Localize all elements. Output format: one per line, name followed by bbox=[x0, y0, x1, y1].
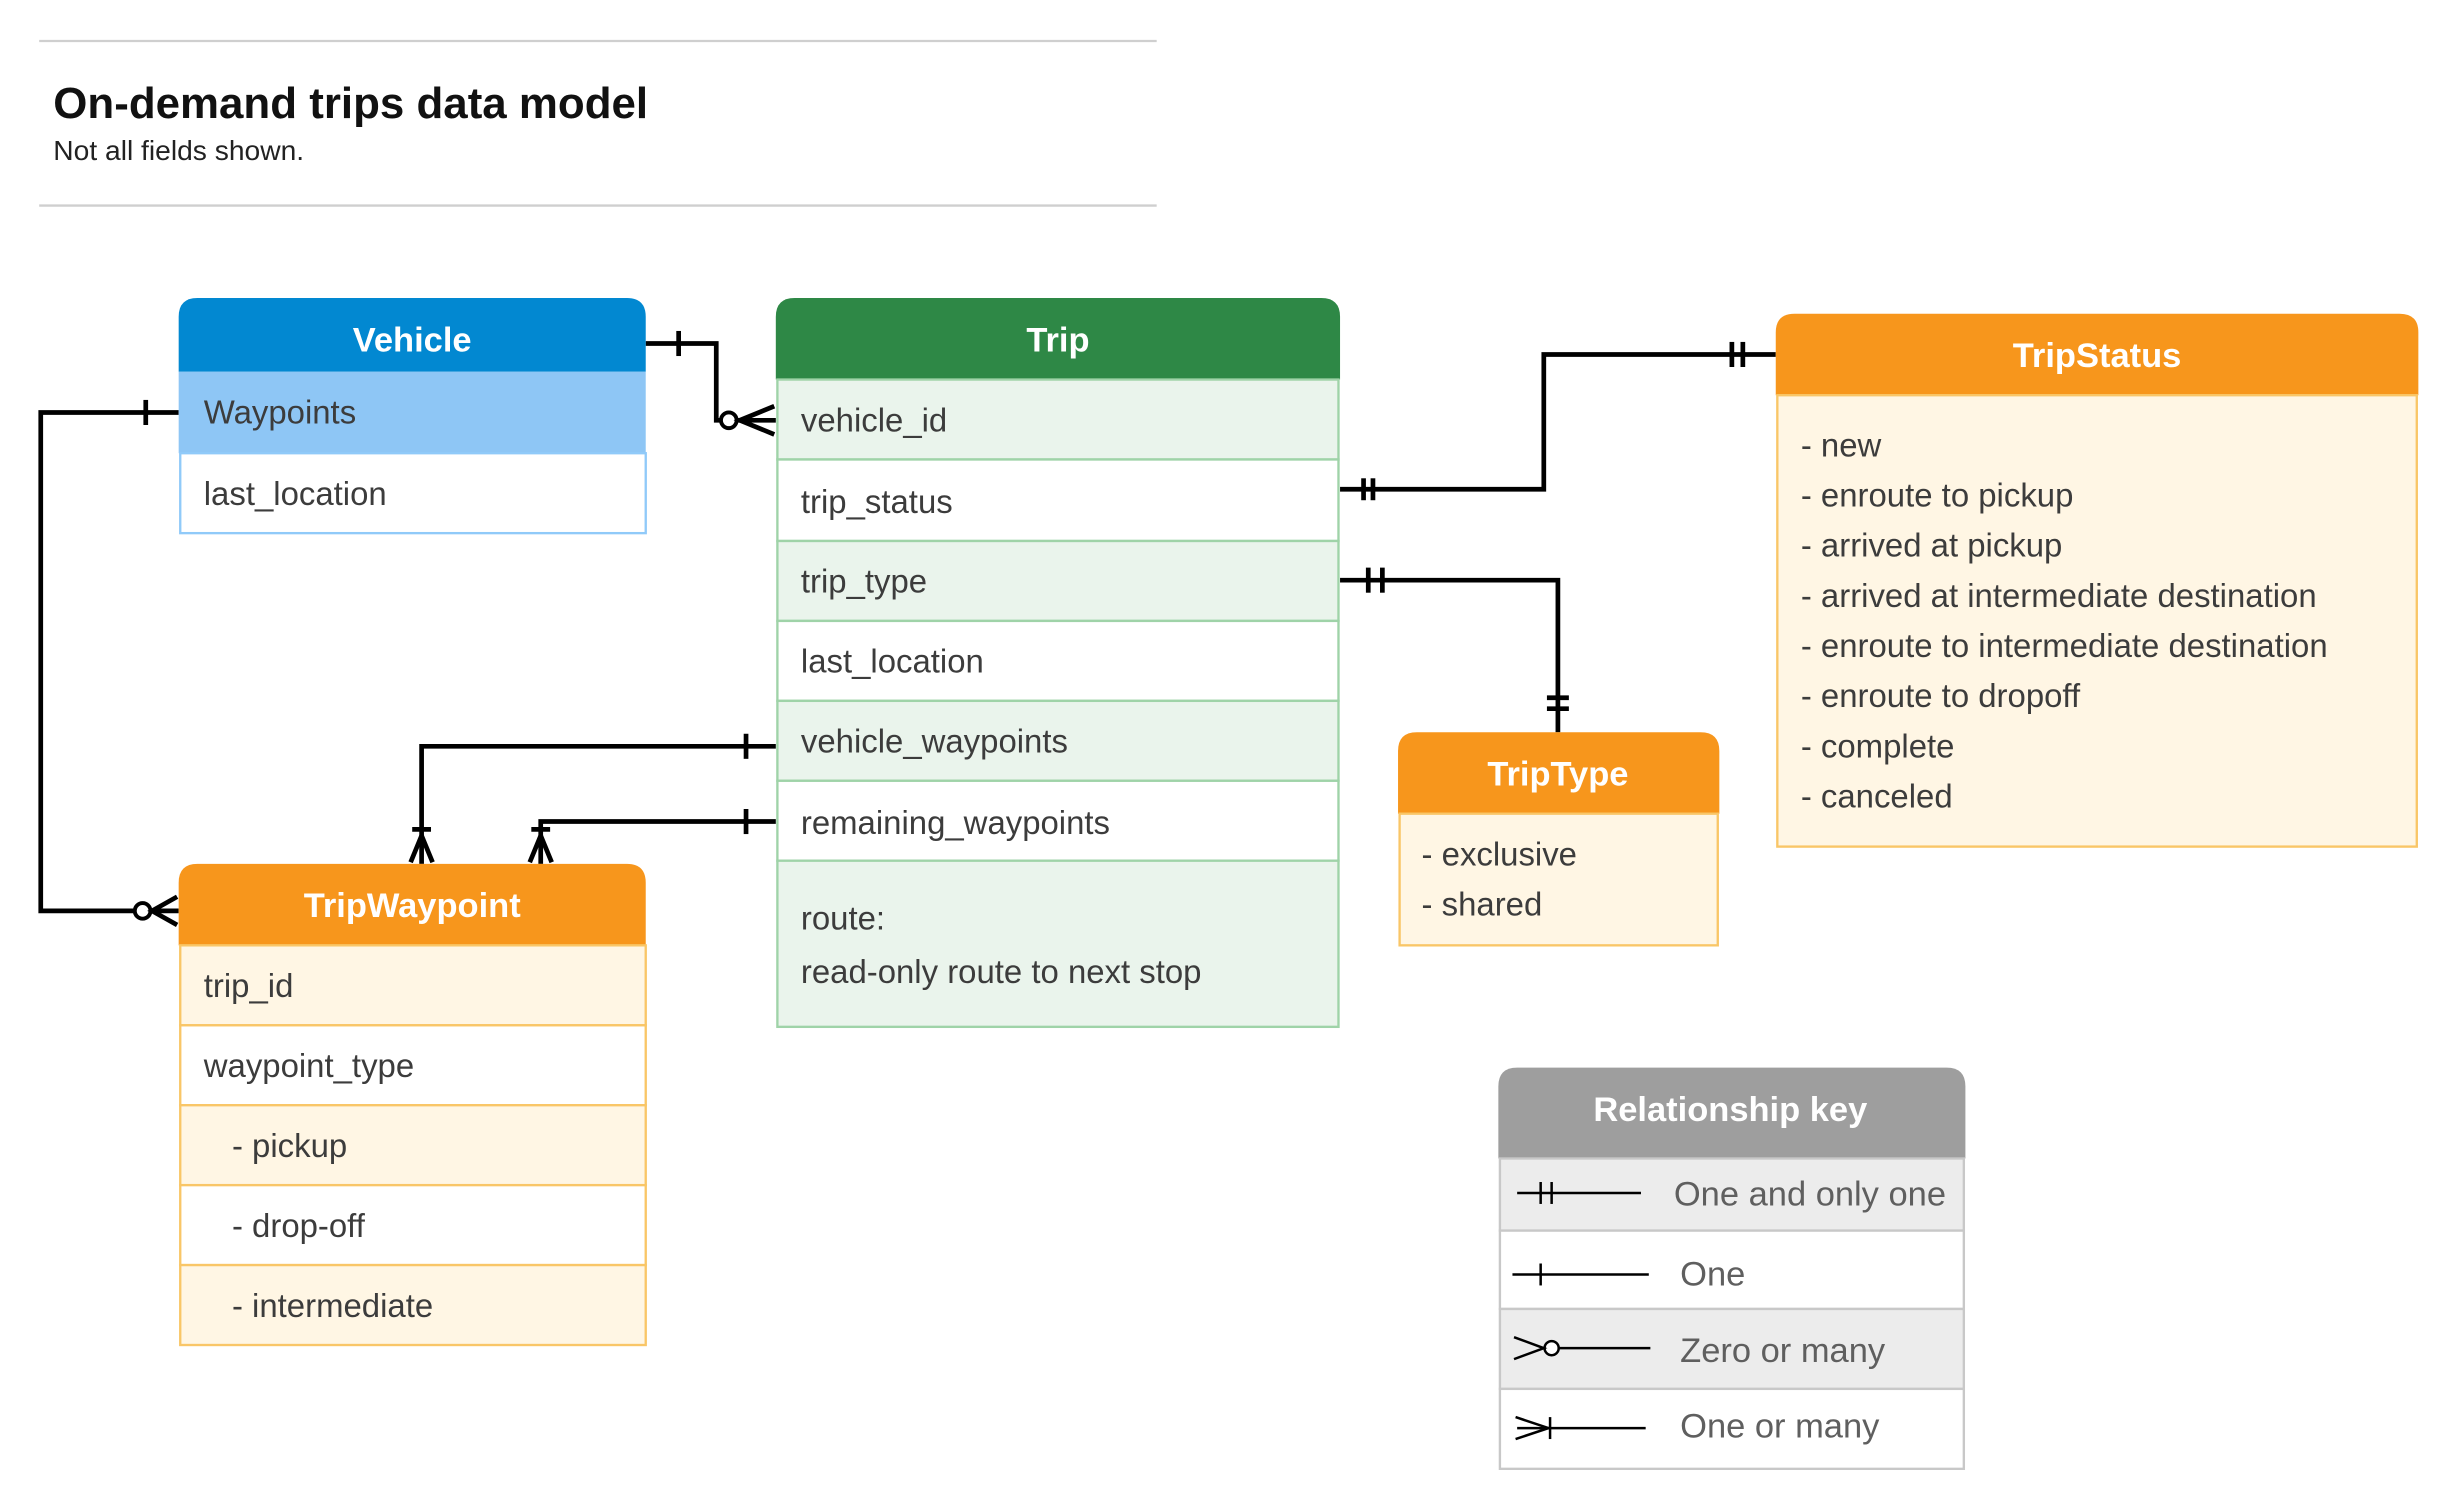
tripstatus-entity: TripStatus - new - enroute to pickup - a… bbox=[1775, 313, 2419, 848]
enum-value: - exclusive bbox=[1422, 835, 1577, 872]
field: remaining_waypoints bbox=[801, 804, 1110, 841]
enum-value: - enroute to dropoff bbox=[1801, 677, 2081, 714]
key-label: One or many bbox=[1680, 1407, 1880, 1445]
enum-value: - complete bbox=[1801, 727, 1955, 764]
field: trip_id bbox=[204, 967, 294, 1004]
field: vehicle_waypoints bbox=[801, 723, 1068, 760]
route-label: route: bbox=[801, 900, 885, 937]
vehicle-waypoints-connector bbox=[408, 733, 776, 864]
field: last_location bbox=[204, 475, 387, 512]
enum-value: - arrived at intermediate destination bbox=[1801, 577, 2317, 614]
trip-entity: Trip vehicle_id trip_status trip_type la… bbox=[775, 298, 1341, 1029]
field: last_location bbox=[801, 643, 984, 680]
vehicle-entity: Vehicle Waypoints last_location bbox=[178, 298, 647, 535]
page-title: On-demand trips data model bbox=[53, 79, 648, 128]
key-label: One and only one bbox=[1674, 1176, 1946, 1214]
enum-value: - shared bbox=[1422, 886, 1543, 923]
entity-title: TripStatus bbox=[2013, 337, 2182, 375]
enum-value: - enroute to pickup bbox=[1801, 477, 2074, 514]
field: - pickup bbox=[232, 1127, 347, 1164]
remaining-waypoints-connector bbox=[527, 808, 776, 864]
tripstatus-connector bbox=[1340, 341, 1776, 501]
one-icon bbox=[1512, 1263, 1649, 1286]
field: waypoint_type bbox=[203, 1047, 414, 1084]
page-subtitle: Not all fields shown. bbox=[53, 134, 304, 166]
one-and-only-one-icon bbox=[1517, 1182, 1641, 1204]
triptype-connector bbox=[1340, 567, 1569, 733]
key-title: Relationship key bbox=[1593, 1091, 1867, 1129]
entity-title: TripType bbox=[1487, 755, 1628, 793]
tripwaypoint-entity: TripWaypoint trip_id waypoint_type - pic… bbox=[178, 863, 647, 1347]
connectors bbox=[38, 330, 1776, 928]
field: - drop-off bbox=[232, 1207, 366, 1244]
field: - intermediate bbox=[232, 1287, 433, 1324]
key-label: One bbox=[1680, 1255, 1745, 1293]
entity-title: Trip bbox=[1026, 321, 1089, 359]
enum-value: - enroute to intermediate destination bbox=[1801, 627, 2328, 664]
field: Waypoints bbox=[204, 393, 356, 430]
triptype-entity: TripType - exclusive - shared bbox=[1398, 732, 1720, 947]
route-description: read-only route to next stop bbox=[801, 953, 1202, 990]
enum-value: - arrived at pickup bbox=[1801, 527, 2063, 564]
vehicle-tripwaypoint-connector bbox=[38, 399, 179, 928]
zero-or-many-icon bbox=[1513, 1335, 1651, 1361]
vehicle-trip-connector bbox=[645, 330, 776, 437]
entity-title: TripWaypoint bbox=[304, 887, 522, 925]
field: trip_type bbox=[801, 563, 927, 600]
enum-value: - canceled bbox=[1801, 777, 1953, 814]
key-label: Zero or many bbox=[1680, 1332, 1886, 1370]
enum-value: - new bbox=[1801, 426, 1882, 463]
one-or-many-icon bbox=[1515, 1415, 1646, 1441]
relationship-key: Relationship key One and only one One Ze… bbox=[1498, 1067, 1966, 1471]
field: vehicle_id bbox=[801, 401, 947, 438]
field: trip_status bbox=[801, 483, 953, 520]
entity-title: Vehicle bbox=[353, 321, 472, 359]
